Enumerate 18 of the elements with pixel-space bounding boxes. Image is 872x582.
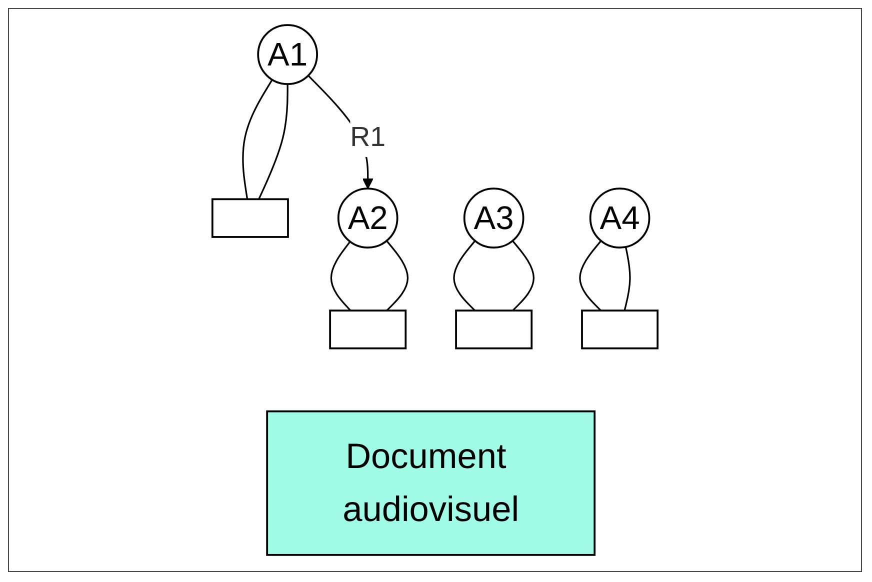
node-circle: A4: [589, 188, 650, 248]
edge-label: R1: [350, 120, 386, 152]
node-bar: [211, 198, 289, 238]
node-circle: A2: [337, 188, 398, 248]
node-box: Document audiovisuel: [266, 410, 596, 556]
connector: [242, 79, 273, 200]
connector: [453, 240, 476, 312]
connector: [330, 241, 352, 312]
connector: [386, 240, 409, 312]
node-bar: [581, 310, 659, 350]
node-bar: [455, 310, 533, 350]
connector: [579, 240, 602, 312]
connector: [258, 84, 288, 200]
connector: [624, 246, 631, 311]
node-circle: A3: [463, 188, 524, 248]
node-circle: A1: [257, 24, 318, 85]
node-bar: [329, 310, 407, 350]
connector: [512, 240, 535, 312]
